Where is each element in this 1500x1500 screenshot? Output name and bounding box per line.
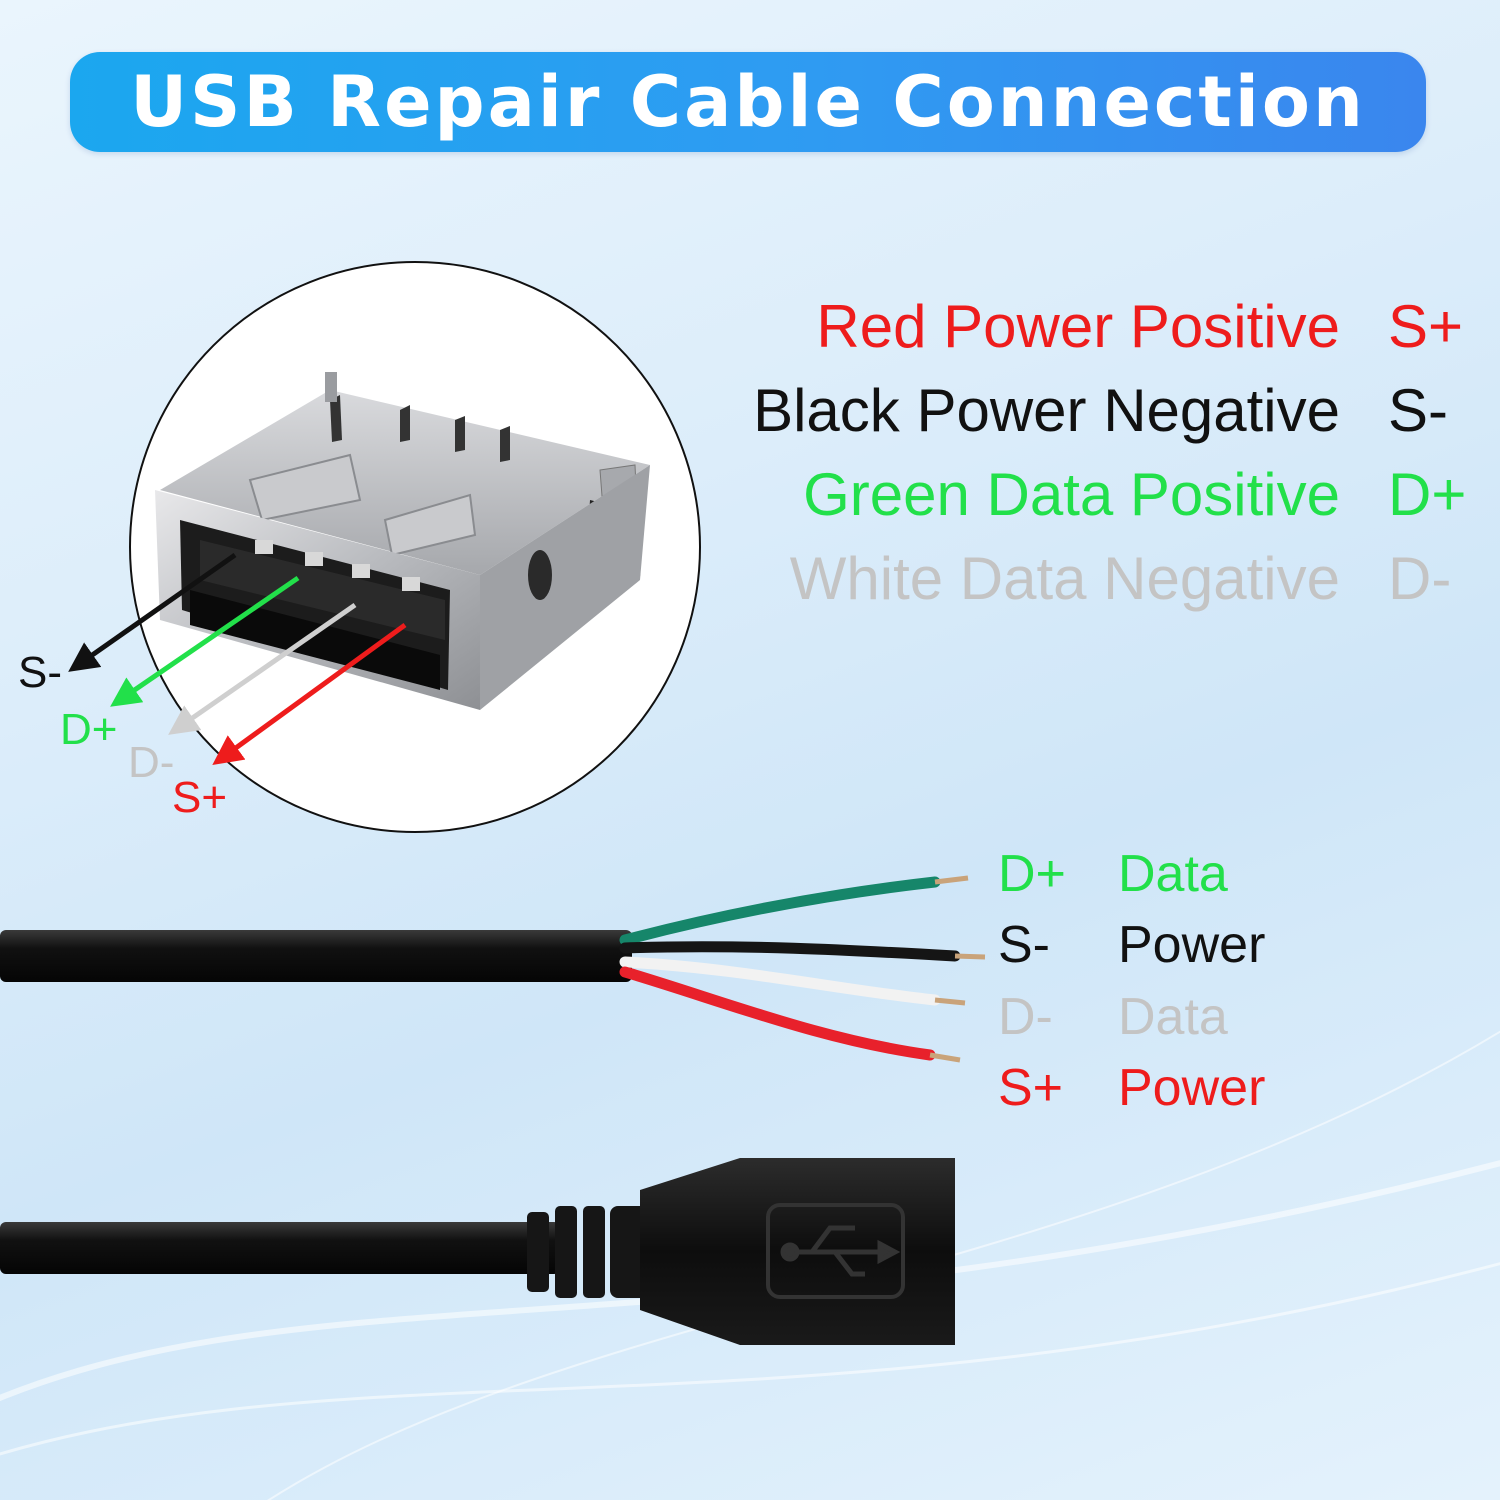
- usb-plug-image: [0, 1158, 955, 1345]
- wire-function: Power: [1118, 1059, 1266, 1117]
- legend-row-green: Green Data Positive D+: [690, 460, 1490, 544]
- legend-desc: Red Power Positive: [816, 293, 1340, 360]
- title-banner: USB Repair Cable Connection: [70, 52, 1426, 152]
- port-label-s-plus: S+: [172, 773, 228, 822]
- legend-code: D-: [1388, 545, 1452, 612]
- legend-row-red: Red Power Positive S+: [690, 292, 1490, 376]
- wire-code: S+: [998, 1059, 1064, 1117]
- usb-trident-icon: [780, 1225, 901, 1277]
- wire-function: Data: [1118, 988, 1228, 1046]
- legend-code: S-: [1388, 377, 1448, 444]
- port-label-s-minus: S-: [18, 648, 62, 697]
- page-title: USB Repair Cable Connection: [130, 61, 1366, 143]
- legend-desc: Black Power Negative: [753, 377, 1340, 444]
- wire-code: D+: [998, 845, 1066, 903]
- wire-code: D-: [998, 988, 1053, 1046]
- wire-code: S-: [998, 916, 1050, 974]
- wire-color-legend: Red Power Positive S+ Black Power Negati…: [690, 292, 1490, 628]
- legend-row-black: Black Power Negative S-: [690, 376, 1490, 460]
- legend-code: S+: [1388, 293, 1464, 360]
- wire-function: Data: [1118, 845, 1228, 903]
- port-label-d-plus: D+: [60, 705, 118, 754]
- legend-desc: Green Data Positive: [803, 461, 1340, 528]
- legend-row-white: White Data Negative D-: [690, 544, 1490, 628]
- usb-port-image: [129, 261, 701, 833]
- legend-code: D+: [1388, 461, 1467, 528]
- legend-desc: White Data Negative: [789, 545, 1340, 612]
- wire-function: Power: [1118, 916, 1266, 974]
- pin-arrows: [68, 552, 407, 766]
- port-label-d-minus: D-: [128, 738, 175, 787]
- usb-cable-image: [0, 875, 986, 1063]
